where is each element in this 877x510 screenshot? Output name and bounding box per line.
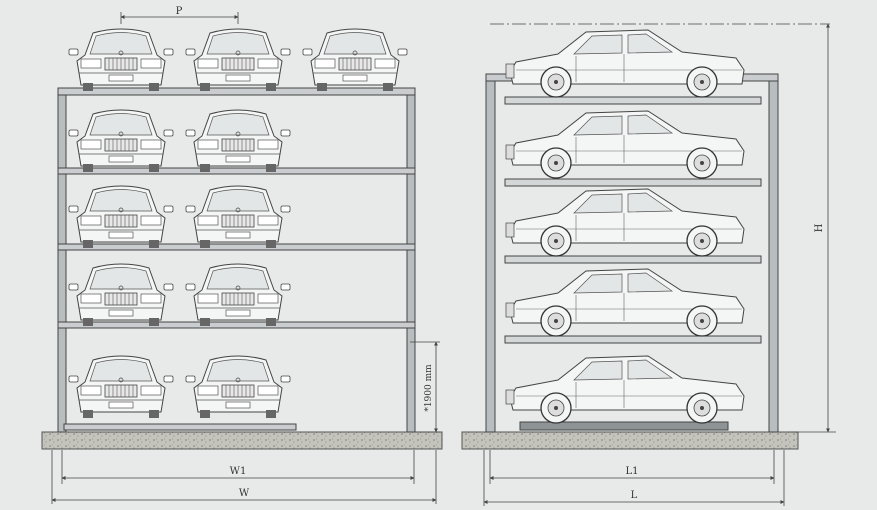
side-platforms xyxy=(504,96,762,431)
front-cars xyxy=(68,28,408,419)
side-car xyxy=(505,110,745,179)
label-w: W xyxy=(239,488,250,499)
front-platform-top xyxy=(57,87,416,96)
side-platform-3 xyxy=(504,255,762,264)
side-car xyxy=(505,268,745,337)
front-platform-3 xyxy=(57,243,416,251)
front-column-left xyxy=(57,87,67,433)
front-car xyxy=(302,28,408,92)
label-l1: L1 xyxy=(625,466,638,477)
side-platform-4 xyxy=(504,178,762,187)
side-view: H L1 L xyxy=(461,23,836,506)
dimension-l xyxy=(483,450,785,506)
front-car xyxy=(185,355,291,419)
label-clearance: *1900 mm xyxy=(424,364,434,412)
side-car xyxy=(505,355,745,424)
front-car xyxy=(68,263,174,327)
front-car xyxy=(185,28,291,92)
dimension-w xyxy=(51,450,437,504)
label-w1: W1 xyxy=(230,466,247,477)
side-ground-slab xyxy=(461,431,799,450)
dimension-h xyxy=(790,23,836,433)
side-platform-ground xyxy=(519,421,729,431)
side-platform-top xyxy=(504,96,762,105)
front-view: P *1900 mm W1 W xyxy=(41,6,443,504)
side-column-right xyxy=(768,79,779,433)
front-platforms xyxy=(57,87,416,431)
side-column-left xyxy=(485,79,496,433)
front-car xyxy=(185,185,291,249)
front-car xyxy=(68,185,174,249)
front-car xyxy=(68,109,174,173)
dimension-p xyxy=(120,12,239,24)
front-car xyxy=(185,109,291,173)
front-ground-slab xyxy=(41,431,443,450)
front-car xyxy=(68,28,174,92)
side-cars xyxy=(505,29,745,424)
front-platform-2 xyxy=(57,321,416,329)
dimension-clearance xyxy=(410,341,440,433)
label-p: P xyxy=(176,6,183,17)
label-l: L xyxy=(631,490,638,501)
front-car xyxy=(185,263,291,327)
label-h: H xyxy=(814,223,825,232)
front-platform-4 xyxy=(57,167,416,175)
side-car xyxy=(505,29,745,98)
front-car xyxy=(68,355,174,419)
front-platform-ground xyxy=(63,423,297,431)
front-column-right xyxy=(406,87,416,433)
side-car xyxy=(505,188,745,257)
side-platform-2 xyxy=(504,335,762,344)
